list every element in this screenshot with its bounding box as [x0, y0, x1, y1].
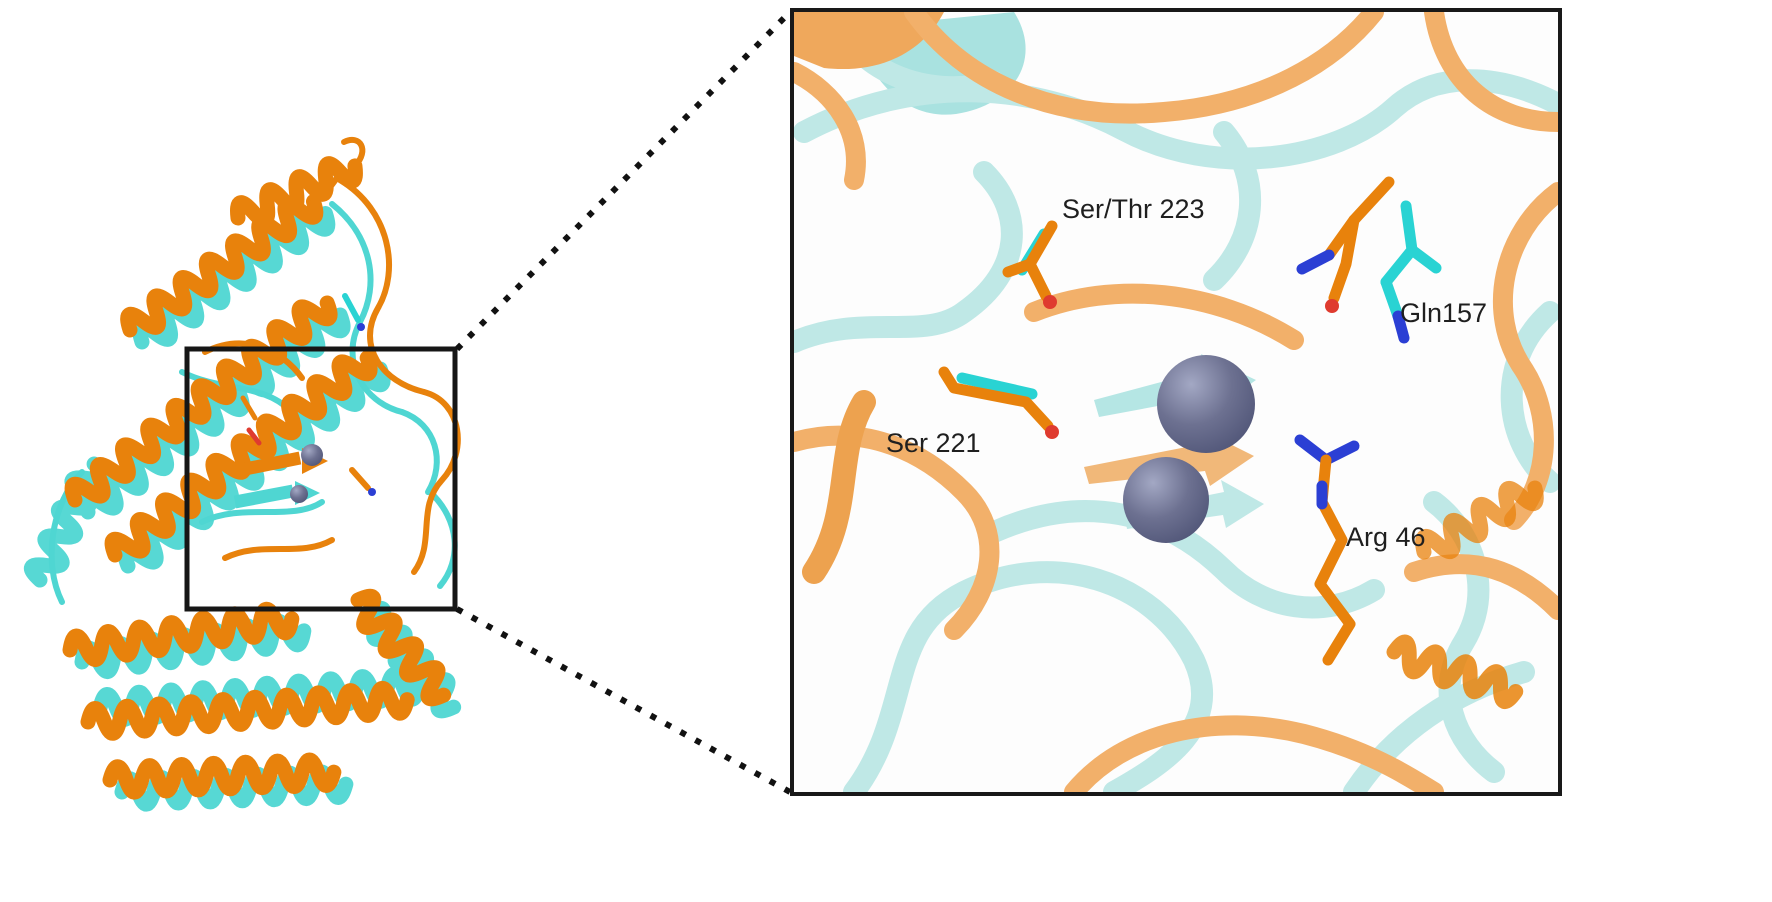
residue-label-ser221: Ser 221 — [886, 428, 981, 458]
zoom-orange-cartoon — [794, 12, 1558, 792]
nitrogen-atom — [357, 323, 365, 331]
sticks-gln157 — [1296, 176, 1442, 344]
oxygen-stick — [246, 427, 262, 446]
sticks-arg-46 — [1294, 434, 1360, 666]
zoom-connector-lines — [454, 9, 793, 795]
sticks-ser-thr-223 — [1002, 220, 1058, 309]
ion-sphere — [301, 444, 323, 466]
nitrogen-atom — [368, 488, 376, 496]
overview-small-sticks — [240, 293, 376, 496]
connector-line-bottom — [455, 606, 792, 795]
zoom-structure — [794, 12, 1558, 792]
residue-label-ser-thr-223: Ser/Thr 223 — [1062, 194, 1205, 224]
sticks-ser-221 — [938, 366, 1059, 439]
connector-line-top — [454, 9, 793, 352]
residue-label-arg46: Arg 46 — [1346, 522, 1426, 552]
overview-ion-spheres — [290, 444, 323, 503]
zoom-selection-box — [184, 346, 458, 612]
orange-stick — [240, 395, 258, 421]
zoom-ion-spheres — [1123, 355, 1255, 543]
orange-helix — [1386, 634, 1524, 709]
ion-sphere — [1123, 457, 1209, 543]
oxygen-atom — [1045, 425, 1059, 439]
orange-helix-chunk — [794, 12, 944, 70]
oxygen-atom — [1325, 299, 1339, 313]
cyan-stick — [342, 293, 361, 323]
zoom-panel: Ser/Thr 223 Gln157 Ser 221 Arg 46 — [790, 8, 1562, 796]
overview-structure — [28, 137, 463, 805]
orange-stick — [349, 467, 371, 491]
residue-label-gln157: Gln157 — [1400, 298, 1488, 328]
ion-sphere — [290, 485, 308, 503]
oxygen-atom — [1043, 295, 1057, 309]
orange-helix — [1415, 480, 1544, 560]
ion-sphere — [1157, 355, 1255, 453]
